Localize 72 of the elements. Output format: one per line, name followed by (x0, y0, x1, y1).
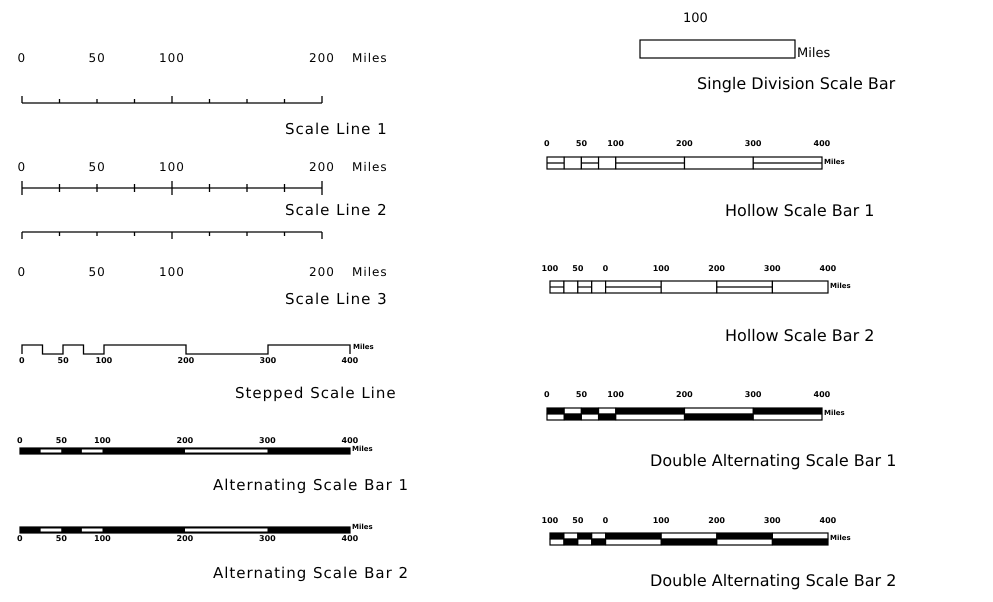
scale-bar-caption: Scale Line 2 (285, 203, 388, 218)
tick-label: 50 (572, 265, 584, 273)
tick-label: 100 (607, 391, 624, 399)
tick-label: 100 (96, 357, 112, 365)
tick-label: 300 (260, 357, 276, 365)
tick-label: 100 (159, 52, 185, 64)
tick-label: 0 (17, 535, 23, 543)
tick-label: 400 (342, 437, 358, 445)
unit-label: Miles (352, 266, 388, 278)
tick-label: 200 (309, 161, 335, 173)
tick-label: 100 (542, 517, 558, 525)
tick-label: 0 (544, 391, 550, 399)
tick-label: 100 (159, 161, 185, 173)
tick-label: 50 (88, 161, 106, 173)
tick-label: 300 (259, 437, 276, 445)
tick-label: 200 (176, 535, 194, 543)
tick-label: 0 (18, 266, 26, 278)
tick-label: 400 (814, 391, 830, 399)
unit-label: Miles (797, 47, 830, 60)
tick-label: 50 (88, 266, 106, 278)
tick-label: 50 (56, 437, 67, 445)
tick-label: 50 (58, 357, 69, 365)
tick-label: 50 (576, 391, 588, 399)
tick-label: 300 (744, 391, 762, 399)
scale-bar-caption: Double Alternating Scale Bar 1 (650, 453, 896, 469)
scale-bar-caption: Single Division Scale Bar (697, 76, 896, 92)
scale-bar-caption: Double Alternating Scale Bar 2 (650, 573, 896, 589)
tick-label: 300 (764, 265, 781, 273)
tick-label: 0 (19, 357, 25, 365)
unit-label: Miles (352, 161, 388, 173)
tick-label: 400 (820, 265, 836, 273)
tick-label: 200 (676, 140, 693, 148)
scale-bar-caption: Alternating Scale Bar 2 (213, 566, 410, 581)
tick-label: 200 (309, 266, 335, 278)
tick-label: 100 (652, 265, 670, 273)
tick-label: 100 (94, 437, 111, 445)
scale-bar-caption: Hollow Scale Bar 1 (725, 203, 874, 219)
tick-label: 0 (17, 437, 23, 445)
tick-label: 100 (94, 535, 111, 543)
tick-label: 400 (814, 140, 830, 148)
scale-bar-caption: Scale Line 1 (285, 122, 388, 137)
scale-bar-caption: Stepped Scale Line (235, 386, 397, 401)
tick-label: 0 (18, 52, 26, 64)
tick-label: 0 (602, 517, 608, 525)
tick-label: 50 (88, 52, 106, 64)
scale-bar-caption: Hollow Scale Bar 2 (725, 328, 874, 344)
tick-label: 50 (572, 517, 584, 525)
tick-label: 50 (576, 140, 588, 148)
tick-label: 200 (309, 52, 335, 64)
tick-label: 100 (542, 265, 558, 273)
tick-label: 400 (342, 357, 358, 365)
tick-label: 300 (764, 517, 781, 525)
tick-label: 300 (259, 535, 276, 543)
tick-label: 200 (178, 357, 194, 365)
tick-label: 100 (683, 12, 708, 25)
tick-label: 200 (176, 437, 194, 445)
tick-label: 200 (708, 517, 725, 525)
tick-label: 0 (18, 161, 26, 173)
tick-label: 300 (744, 140, 762, 148)
tick-label: 50 (56, 535, 67, 543)
tick-label: 100 (607, 140, 624, 148)
tick-label: 100 (652, 517, 670, 525)
tick-label: 0 (544, 140, 550, 148)
tick-label: 400 (820, 517, 836, 525)
tick-label: 200 (708, 265, 725, 273)
unit-label: Miles (352, 52, 388, 64)
scale-bar-caption: Scale Line 3 (285, 292, 388, 307)
tick-label: 200 (676, 391, 693, 399)
scale-bar-caption: Alternating Scale Bar 1 (213, 478, 410, 493)
tick-label: 400 (342, 535, 358, 543)
tick-label: 100 (159, 266, 185, 278)
tick-label: 0 (602, 265, 608, 273)
